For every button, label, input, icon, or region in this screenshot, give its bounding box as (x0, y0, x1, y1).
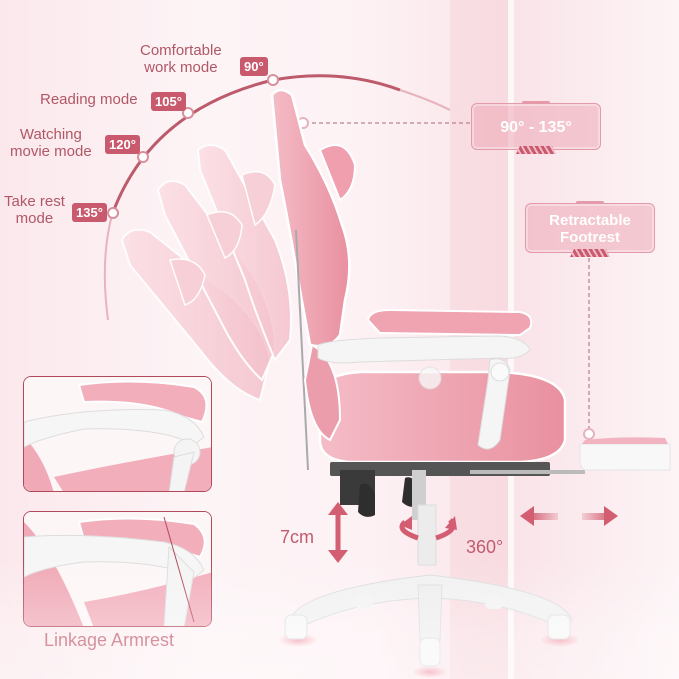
reclined-backrest-ghosts (120, 144, 292, 402)
main-backrest (270, 88, 357, 471)
callout-notch (570, 249, 610, 257)
mode-label-rest: Take rest mode (4, 193, 65, 227)
height-adjust-arrow (328, 502, 348, 563)
linkage-armrest-caption: Linkage Armrest (44, 630, 175, 650)
mode-label-work: Comfortable work mode (140, 42, 222, 76)
armrest-inset-upright (23, 376, 212, 492)
armrest-inset-reclined (23, 511, 212, 627)
footrest-slide-arrows (520, 506, 618, 526)
recline-arc (103, 74, 451, 321)
angle-badge-120: 120° (105, 135, 140, 154)
recline-range-callout: 90° - 135° (471, 101, 601, 154)
mode-label-movie: Watching movie mode (10, 126, 92, 160)
height-adjust-label: 7cm (280, 527, 315, 547)
swivel-label: 360° (466, 537, 504, 557)
angle-badge-90: 90° (240, 57, 268, 76)
callout-notch (516, 146, 556, 154)
chair-armrest (317, 308, 533, 450)
retractable-footrest (470, 437, 671, 474)
mode-label-reading: Reading mode (40, 91, 138, 108)
footrest-callout: Retractable Footrest (525, 201, 655, 257)
angle-badge-105: 105° (151, 92, 186, 111)
angle-badge-135: 135° (72, 203, 107, 222)
chair-base (278, 504, 580, 678)
